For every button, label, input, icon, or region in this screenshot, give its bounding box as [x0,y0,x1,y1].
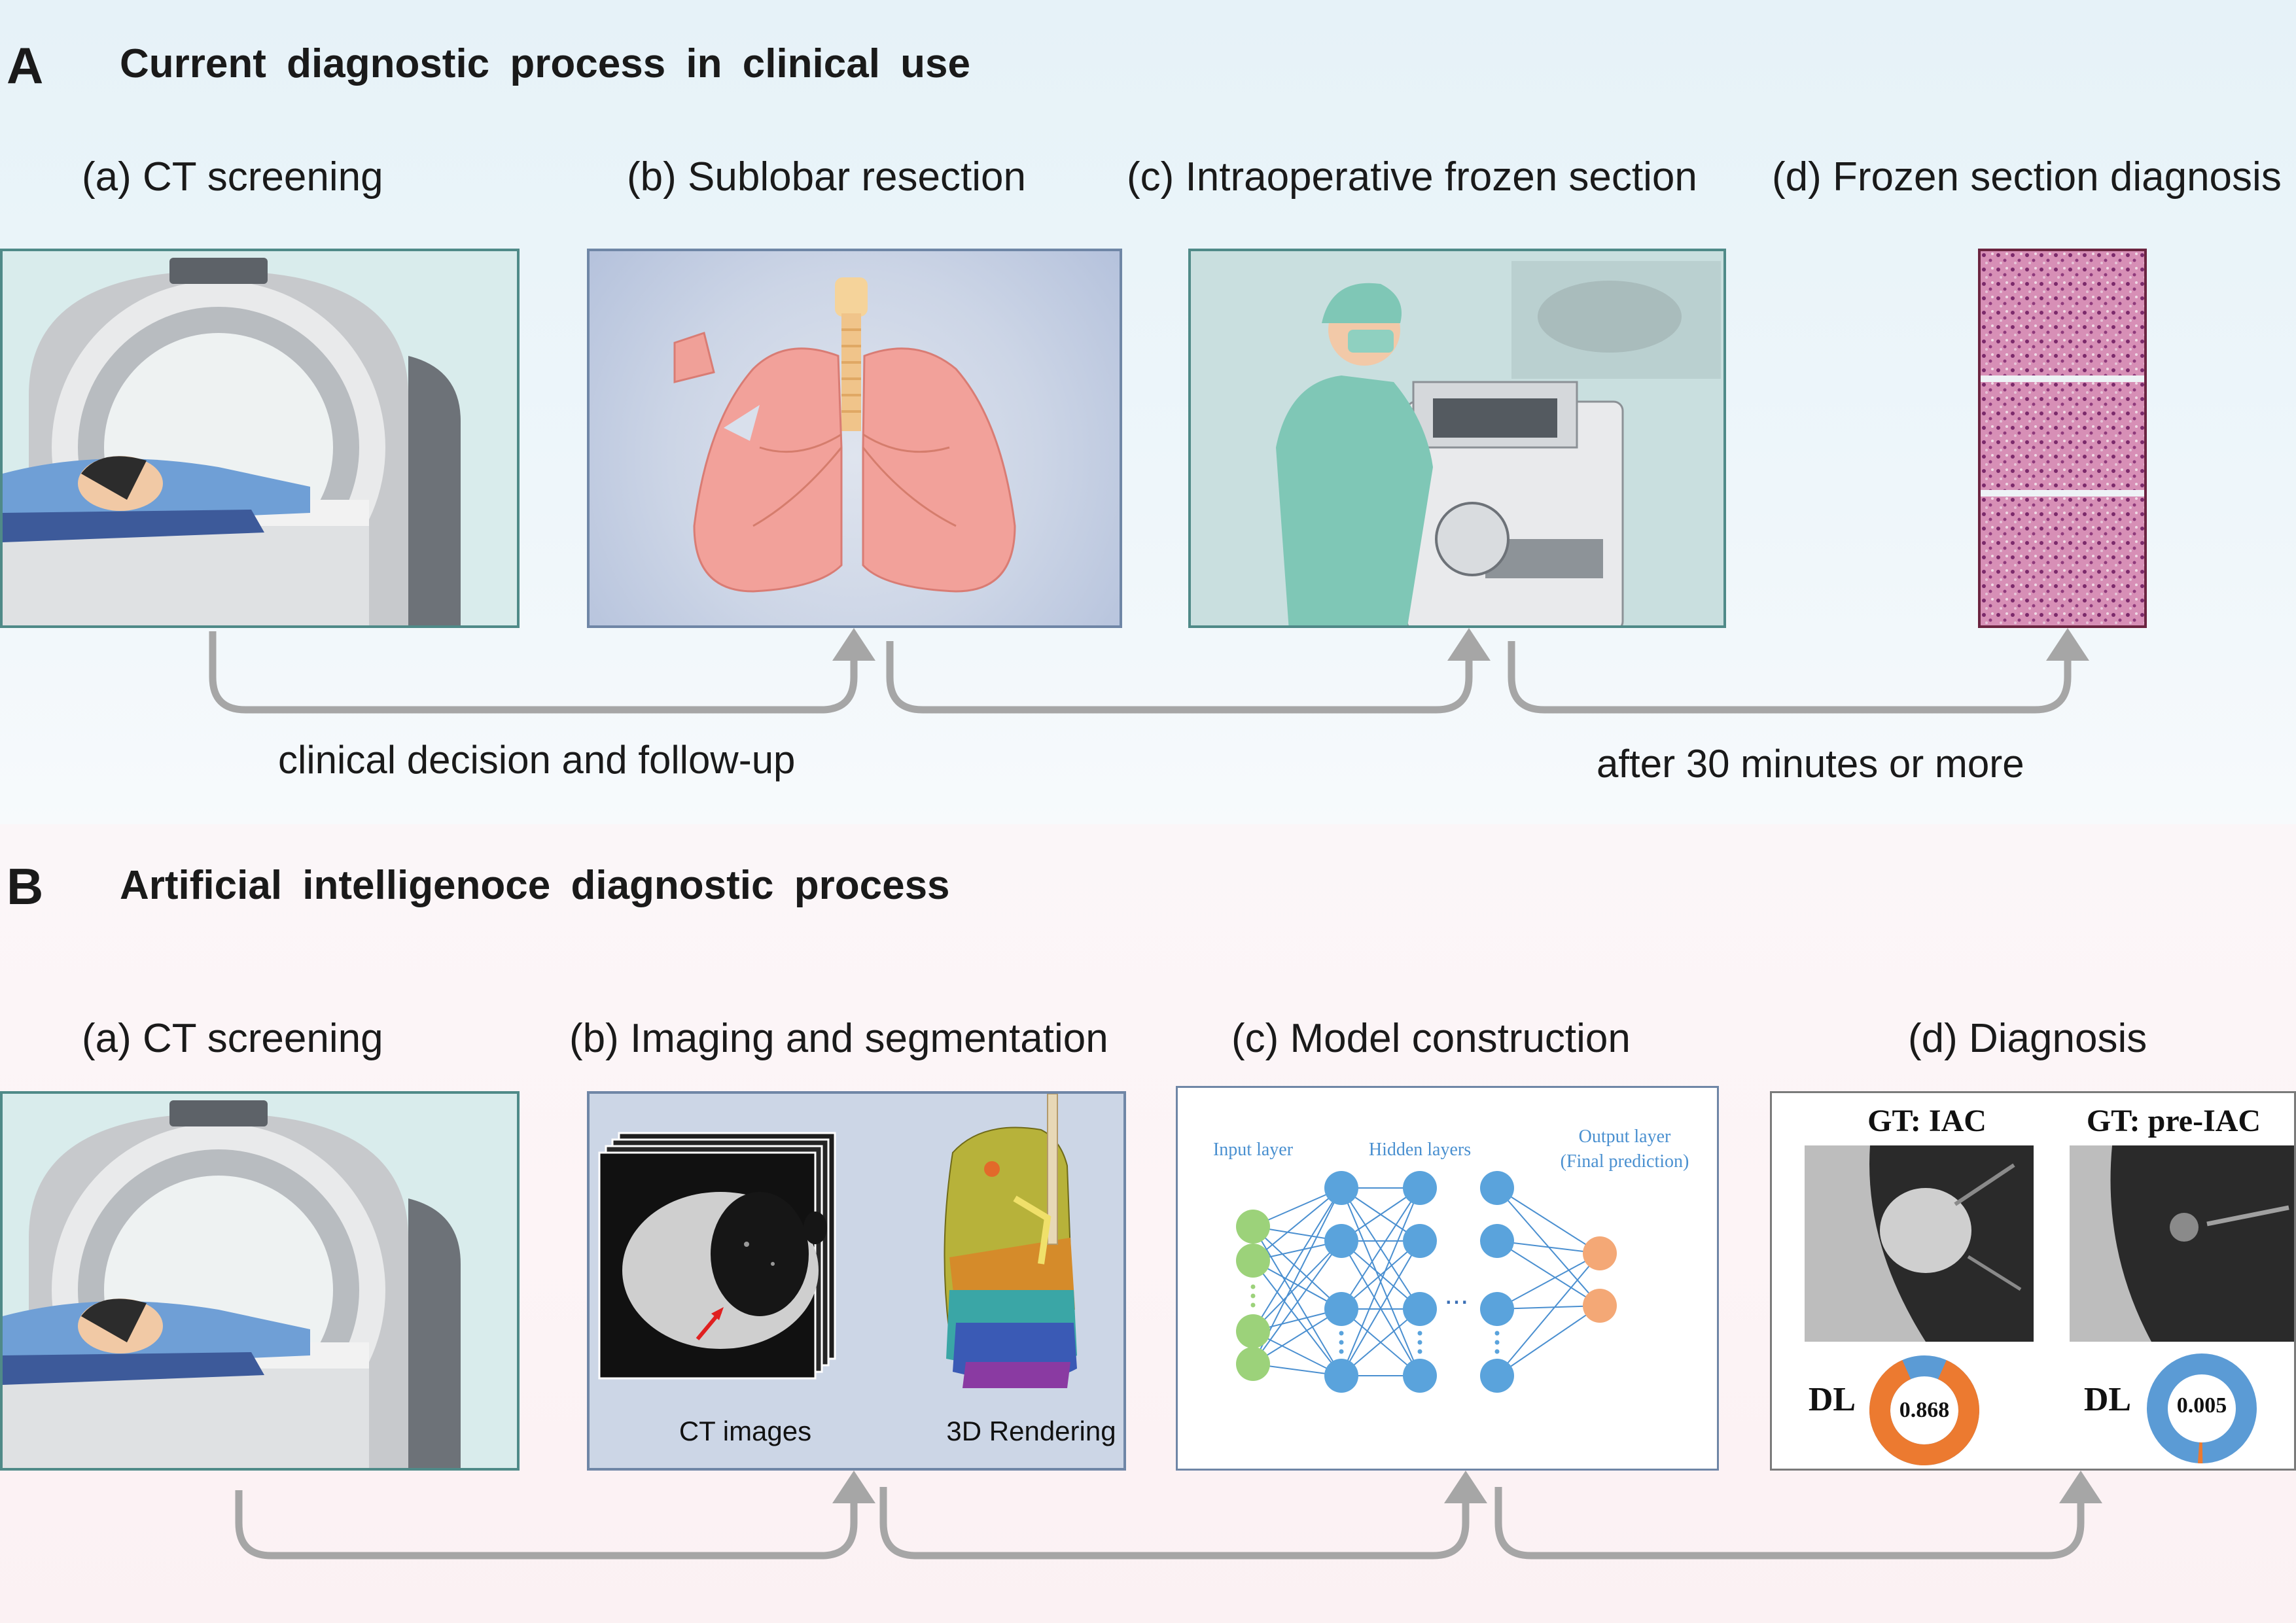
vertical-ellipsis-dot [1339,1331,1344,1336]
frozen-section-histology-image [1978,249,2147,628]
hidden-node [1480,1359,1514,1393]
input-node [1236,1210,1270,1244]
panel-b-b-label: (b) Imaging and segmentation [569,1016,1108,1061]
vertical-ellipsis-dot [1339,1340,1344,1345]
input-layer-label: Input layer [1213,1140,1294,1160]
ct-image-stack [598,1132,836,1380]
hidden-node [1403,1171,1437,1205]
input-node [1236,1314,1270,1348]
hidden-node [1403,1224,1437,1258]
network-edge [1252,1226,1342,1376]
network-edge [1341,1308,1421,1376]
hidden-node [1324,1292,1358,1326]
vertical-ellipsis-dot [1417,1340,1422,1345]
network-edge [1252,1260,1342,1376]
ct-patch-preiac [2070,1145,2294,1342]
diagnosis-panel: GT: IAC GT: pre-IAC DL DL 0.868 0.005 [1770,1091,2296,1471]
donut-preiac [2147,1353,2257,1463]
hidden-node [1403,1359,1437,1393]
network-edge [1252,1308,1342,1365]
output-node [1583,1289,1617,1323]
section-a-letter: A [7,37,44,94]
hidden-layers-label: Hidden layers [1369,1140,1471,1160]
network-edge [1341,1240,1421,1310]
vertical-ellipsis-dot [1417,1349,1422,1354]
vertical-ellipsis-dot [1250,1284,1256,1289]
network-edge [1252,1240,1342,1365]
ct-patch-iac [1805,1145,2034,1342]
donut-probability-segment [2147,1353,2257,1463]
network-edge [1496,1305,1600,1376]
hidden-node [1324,1359,1358,1393]
3d-rendering [944,1094,1077,1388]
network-edge [1496,1305,1600,1310]
section-b-flow-arrows [235,1471,2102,1560]
donut-iac [1869,1355,1979,1465]
network-edge [1252,1240,1342,1332]
segmentation-panel: CT images 3D Rendering [587,1091,1126,1471]
hidden-ellipsis: ... [1445,1278,1469,1310]
ct-images-caption: CT images [679,1416,811,1446]
panel-a-b-label: (b) Sublobar resection [627,154,1026,200]
input-node [1236,1244,1270,1278]
output-layer-label: Output layer [1579,1126,1671,1147]
vertical-ellipsis-dot [1494,1340,1500,1345]
network-edge [1496,1240,1600,1254]
vertical-ellipsis-dot [1250,1293,1256,1299]
case-iac-title: GT: IAC [1867,1104,1987,1138]
hidden-node [1480,1224,1514,1258]
case-iac-dl-label: DL [1809,1381,1856,1418]
ct-scanner-illustration [0,249,520,628]
hidden-node [1324,1171,1358,1205]
network-edge [1496,1253,1600,1376]
arrow-label-time: after 30 minutes or more [1597,742,2024,786]
case-preiac-score: 0.005 [2177,1393,2227,1418]
donut-probability-segment [1869,1355,1979,1465]
section-b-title: Artificial intelligenoce diagnostic proc… [120,863,950,908]
network-edge [1496,1187,1600,1254]
neural-network-panel: Input layer Hidden layers Output layer (… [1176,1086,1719,1471]
lung-resection-illustration [587,249,1122,628]
network-edge [1252,1226,1342,1310]
hidden-node [1324,1224,1358,1258]
section-b-letter: B [7,858,44,915]
vertical-ellipsis-dot [1417,1331,1422,1336]
case-iac-score: 0.868 [1899,1398,1950,1422]
output-layer-sublabel: (Final prediction) [1561,1151,1689,1172]
section-a-flow-arrows [209,628,2089,714]
panel-a-a-label: (a) CT screening [82,154,383,200]
panel-b-a-label: (a) CT screening [82,1016,383,1061]
section-a-title: Current diagnostic process in clinical u… [120,41,971,86]
vertical-ellipsis-dot [1339,1349,1344,1354]
3d-rendering-caption: 3D Rendering [946,1416,1116,1446]
arrow-label-clinical-decision: clinical decision and follow-up [278,738,796,782]
frozen-section-lab-illustration [1188,249,1726,628]
hidden-node [1403,1292,1437,1326]
hidden-node [1480,1171,1514,1205]
network-edge [1341,1240,1421,1376]
network-edge [1341,1187,1421,1376]
input-node [1236,1347,1270,1381]
network-edge [1496,1240,1600,1306]
network-edge [1252,1187,1342,1332]
vertical-ellipsis-dot [1494,1349,1500,1354]
hidden-node [1480,1292,1514,1326]
panel-a-c-label: (c) Intraoperative frozen section [1127,154,1697,200]
case-preiac-dl-label: DL [2084,1381,2131,1418]
ct-scanner-illustration-b [0,1091,520,1471]
network-edge [1496,1253,1600,1310]
panel-b-d-label: (d) Diagnosis [1908,1016,2147,1061]
panel-a-d-label: (d) Frozen section diagnosis [1772,154,2282,200]
panel-b-c-label: (c) Model construction [1231,1016,1631,1061]
vertical-ellipsis-dot [1250,1302,1256,1308]
network-edge [1341,1187,1421,1310]
case-preiac-title: GT: pre-IAC [2087,1104,2261,1138]
output-node [1583,1236,1617,1270]
vertical-ellipsis-dot [1494,1331,1500,1336]
network-edge [1252,1187,1342,1261]
